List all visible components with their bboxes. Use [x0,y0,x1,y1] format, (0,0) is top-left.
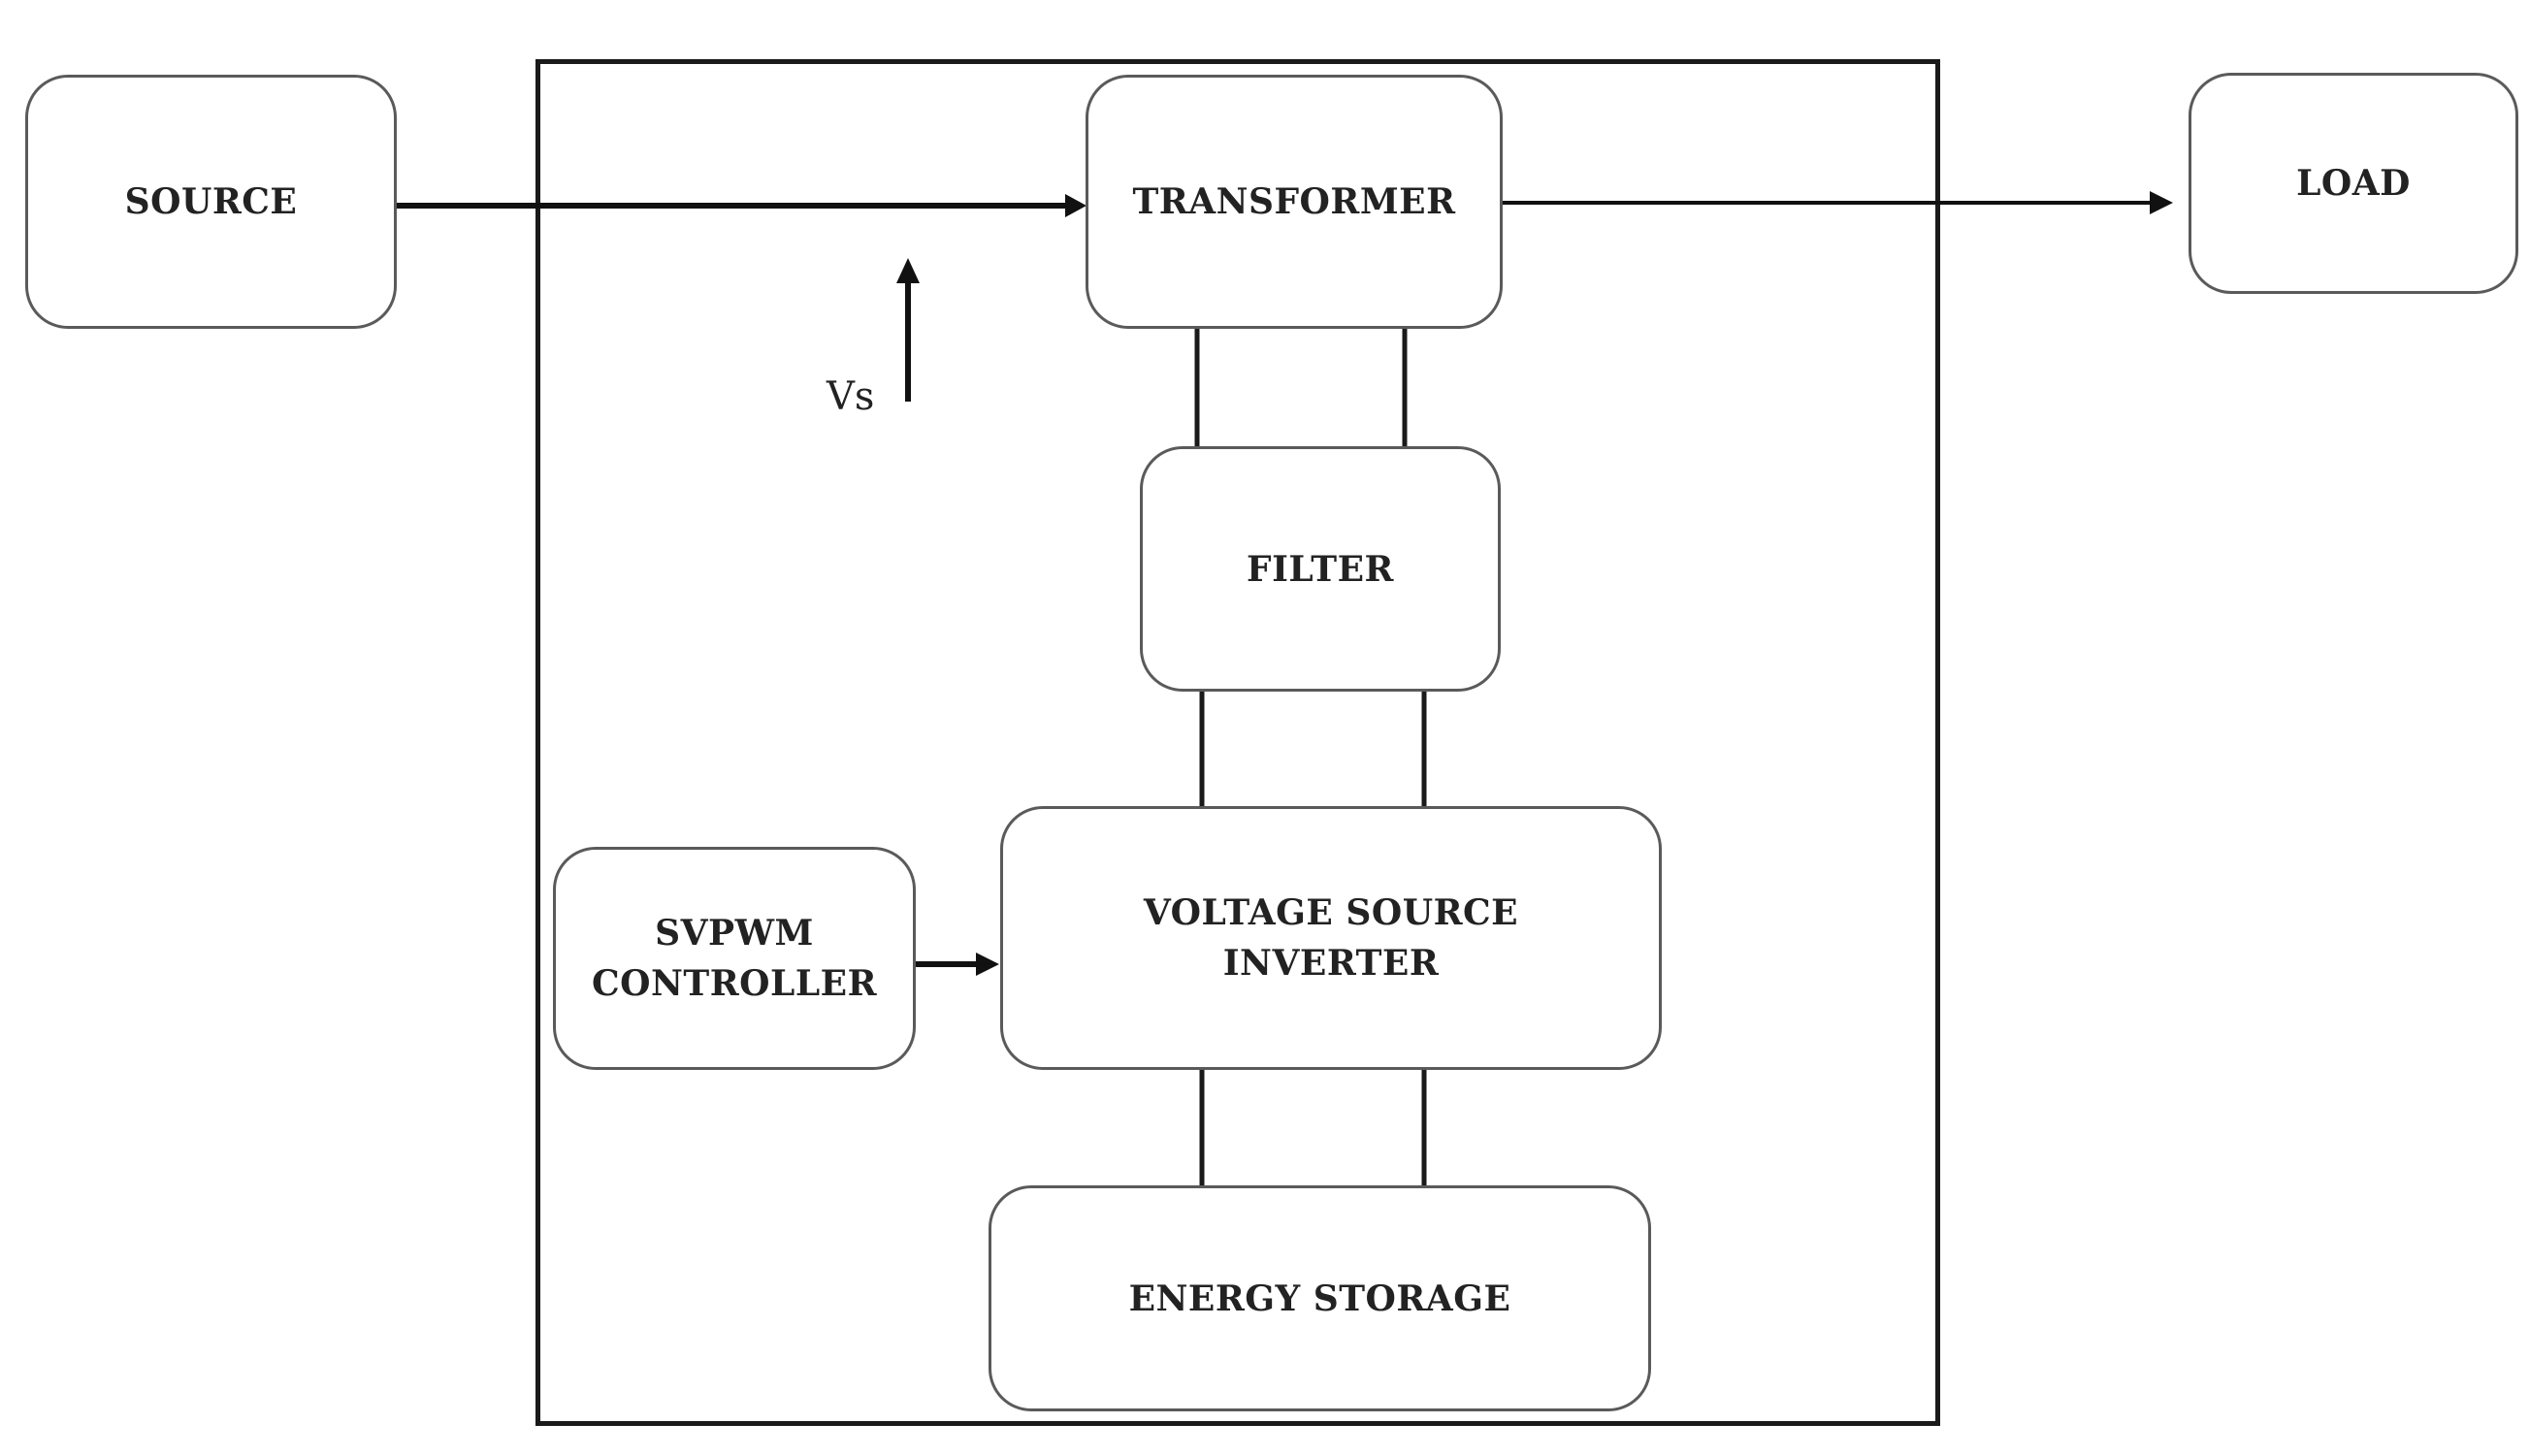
vs-arrowhead [896,258,920,283]
filter-label: FILTER [1247,548,1394,590]
energy-storage-label: ENERGY STORAGE [1128,1278,1511,1319]
transformer-to-load-arrowhead [2150,191,2173,214]
source-block: SOURCE [25,75,397,329]
vs-label: Vs [827,374,875,419]
svpwm-controller-block: SVPWM CONTROLLER [553,847,916,1070]
filter-block: FILTER [1140,446,1501,692]
source-to-transformer-arrowhead [1065,194,1087,217]
svpwm-controller-label: SVPWM CONTROLLER [592,913,877,1004]
energy-storage-block: ENERGY STORAGE [989,1185,1651,1411]
voltage-source-inverter-label: VOLTAGE SOURCE INVERTER [1143,892,1519,984]
svpwm-to-vsi-arrowhead [976,953,999,976]
transformer-block: TRANSFORMER [1086,75,1503,329]
load-label: LOAD [2296,163,2411,204]
load-block: LOAD [2189,73,2518,294]
source-label: SOURCE [124,181,298,222]
voltage-source-inverter-block: VOLTAGE SOURCE INVERTER [1000,806,1662,1070]
transformer-label: TRANSFORMER [1132,181,1456,222]
system-boundary-frame [535,59,1940,1426]
